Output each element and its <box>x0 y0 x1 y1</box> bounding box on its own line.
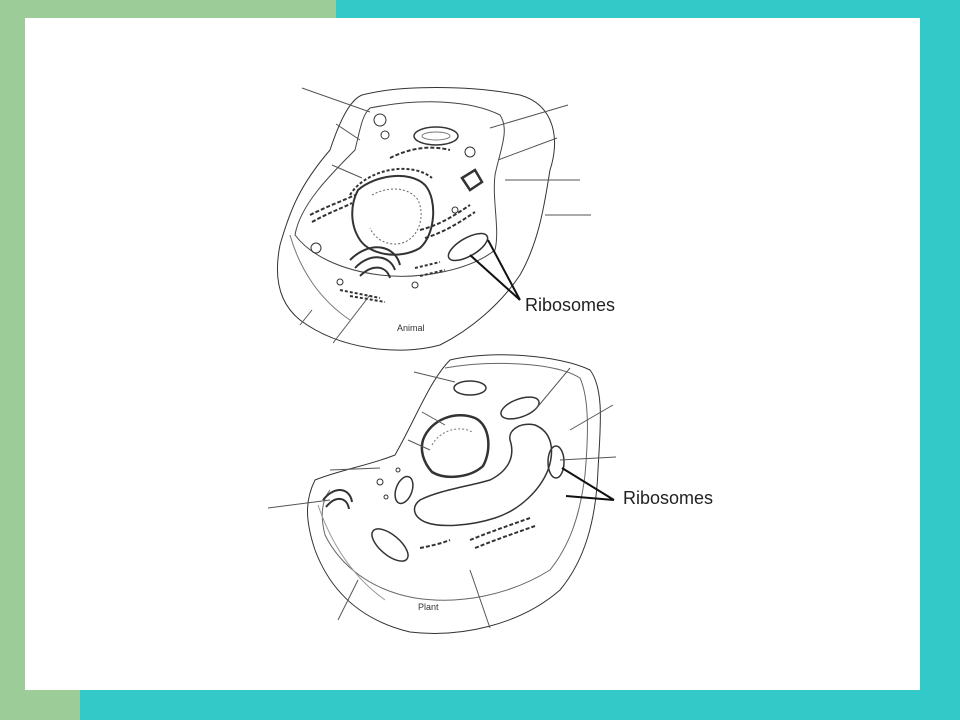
animal-ribosomes-label: Ribosomes <box>525 295 615 315</box>
animal-cell <box>276 87 591 351</box>
plant-chloroplast <box>371 528 409 562</box>
animal-pointer-lines <box>299 87 591 344</box>
animal-cell-outline <box>276 87 556 351</box>
plant-ribosomes-label: Ribosomes <box>623 488 713 508</box>
plant-golgi <box>322 489 353 510</box>
plant-nucleus <box>420 413 490 479</box>
plant-chloroplast-2 <box>500 396 540 420</box>
plant-chloroplast-3 <box>453 380 487 396</box>
plant-mitochondrion <box>547 445 565 479</box>
animal-caption: Animal <box>397 323 425 333</box>
animal-mitochondrion-2 <box>447 232 489 262</box>
animal-golgi <box>349 246 401 279</box>
animal-cell-top-face <box>294 101 505 277</box>
plant-caption: Plant <box>418 602 439 612</box>
animal-mitochondrion <box>413 126 459 146</box>
plant-er <box>419 517 536 549</box>
plant-vacuole <box>413 423 553 527</box>
left-green-bar <box>0 0 25 720</box>
plant-ribosome-arrows <box>561 467 615 501</box>
animal-nucleus <box>351 174 435 256</box>
plant-pointer-lines <box>267 367 617 629</box>
animal-centriole <box>460 168 484 192</box>
animal-er <box>309 146 476 239</box>
plant-cell-outline <box>307 354 601 634</box>
plant-cell <box>267 354 617 634</box>
bottom-green-bar <box>0 690 80 720</box>
animal-ribosome-arrows <box>469 239 521 301</box>
top-green-bar <box>0 0 336 18</box>
